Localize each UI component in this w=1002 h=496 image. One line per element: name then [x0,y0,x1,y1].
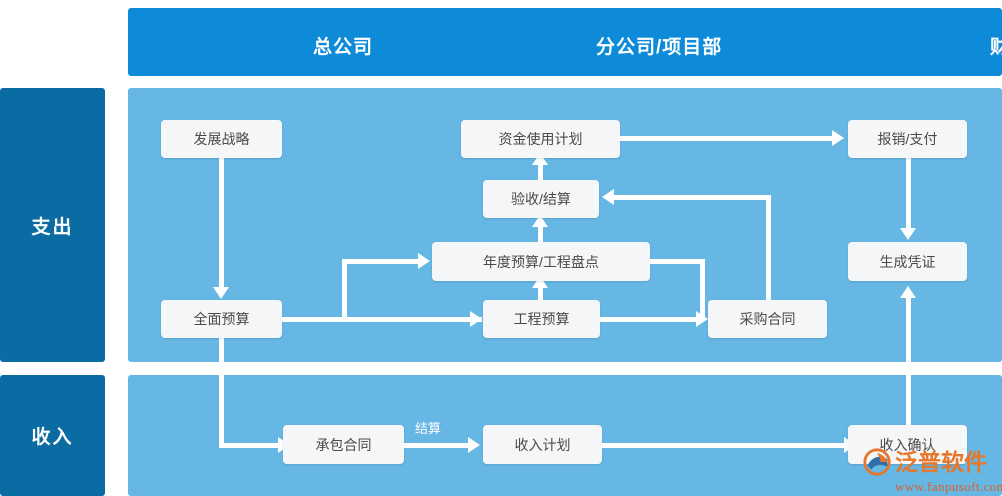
node-development-strategy[interactable]: 发展战略 [161,120,282,158]
edge-line-annual-budget-down-to-purchase [700,259,705,319]
edge-line-fund-plan-to-reimbursement [620,136,836,141]
node-contracting-agreement-label: 承包合同 [315,436,372,453]
node-income-confirmation[interactable]: 收入确认 [848,425,967,464]
edge-line-contract-to-income-plan [404,443,472,448]
node-overall-budget[interactable]: 全面预算 [161,300,282,338]
column-header-band: 总公司 分公司/项目部 财务部 [128,8,1002,76]
sidebar-section-expense: 支出 [0,88,105,362]
edge-line-acceptance-to-fund-plan [538,158,543,180]
node-income-plan[interactable]: 收入计划 [483,425,602,464]
edge-line-overall-budget-branch-up [342,261,347,319]
edge-line-engineering-budget-to-purchase-contract [600,317,700,322]
node-purchase-contract-label: 采购合同 [739,311,796,327]
edge-line-purchase-contract-up [766,197,771,300]
node-reimbursement-payment[interactable]: 报销/支付 [848,120,967,158]
node-generate-voucher-label: 生成凭证 [879,253,936,270]
edge-line-overall-budget-to-contract-right [219,443,282,448]
edge-line-overall-budget-trunk [282,317,482,322]
edge-line-income-confirm-to-voucher [906,291,911,425]
edge-line-overall-budget-to-annual-budget [342,259,422,264]
node-reimbursement-payment-label: 报销/支付 [877,131,938,147]
column-header-branch-project: 分公司/项目部 [596,37,723,58]
edge-line-overall-budget-to-contract-down [219,338,224,448]
node-acceptance-settlement[interactable]: 验收/结算 [483,180,599,218]
node-income-plan-label: 收入计划 [514,436,571,453]
sidebar-section-expense-label: 支出 [31,216,74,238]
edge-line-purchase-contract-to-acceptance [614,195,771,200]
node-engineering-budget-label: 工程预算 [513,311,570,327]
edge-arrow-fund-plan-to-reimbursement [832,130,844,146]
node-annual-budget-project-inventory-label: 年度预算/工程盘点 [483,253,599,270]
node-purchase-contract[interactable]: 采购合同 [708,300,827,338]
edge-arrow-engineering-budget-to-purchase-contract [696,311,708,327]
edge-arrow-annual-budget-to-acceptance [532,215,548,227]
node-generate-voucher[interactable]: 生成凭证 [848,242,967,281]
edge-arrow-reimbursement-to-voucher [900,228,916,240]
edge-arrow-income-confirm-to-voucher [900,286,916,298]
sidebar-section-income-label: 收入 [31,427,74,448]
node-acceptance-settlement-label: 验收/结算 [511,191,571,207]
sidebar-section-income: 收入 [0,375,105,496]
column-header-headquarters: 总公司 [313,37,374,58]
column-header-finance: 财务部 [990,37,1002,58]
node-income-confirmation-label: 收入确认 [879,436,936,453]
edge-arrow-overall-budget-to-engineering-budget [470,311,482,327]
edge-arrow-contract-to-income-plan [468,437,480,453]
edge-arrow-purchase-contract-to-acceptance [602,189,614,205]
node-fund-usage-plan[interactable]: 资金使用计划 [461,120,620,158]
edge-line-income-plan-to-income-confirm [602,443,848,448]
edge-label-settlement: 结算 [415,421,442,436]
edge-line-strategy-to-overall-budget [219,158,224,290]
edge-arrow-overall-budget-to-annual-budget [418,253,430,269]
edge-arrow-strategy-to-overall-budget [213,287,229,299]
node-engineering-budget[interactable]: 工程预算 [483,300,600,338]
edge-line-engineering-budget-to-annual-budget [538,281,543,303]
node-fund-usage-plan-label: 资金使用计划 [498,131,583,147]
edge-line-reimbursement-to-voucher [906,158,911,230]
node-contracting-agreement[interactable]: 承包合同 [283,425,404,464]
edge-line-annual-budget-right [650,259,705,264]
node-overall-budget-label: 全面预算 [193,311,250,327]
node-development-strategy-label: 发展战略 [193,131,250,147]
edge-line-annual-budget-to-acceptance [538,220,543,242]
node-annual-budget-project-inventory[interactable]: 年度预算/工程盘点 [432,242,650,281]
